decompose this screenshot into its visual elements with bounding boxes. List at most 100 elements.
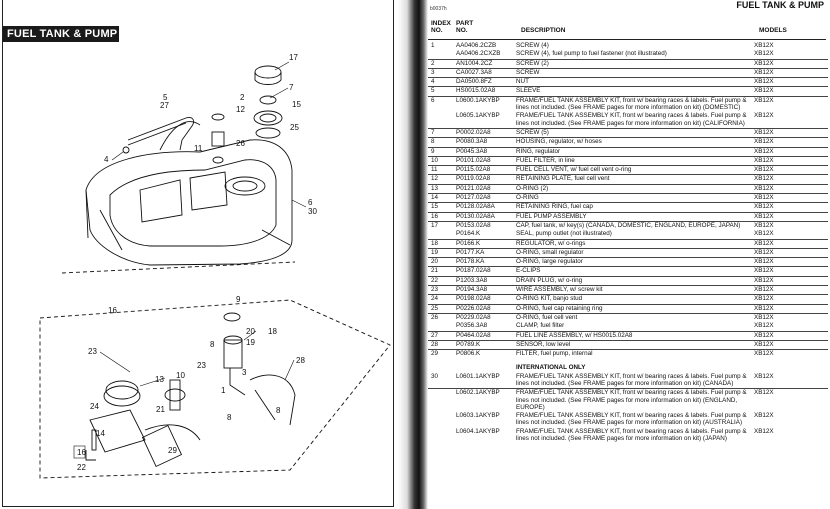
row-description: SEAL, pump outlet (not illustrated) — [516, 230, 612, 238]
row-description: FUEL FILTER, in line — [516, 156, 575, 164]
fuel-tank-outline — [85, 139, 293, 266]
header-description: DESCRIPTION — [521, 27, 566, 34]
row-part-no: AA0406.2CXZB — [456, 50, 501, 58]
row-model: XB12X — [754, 78, 774, 86]
row-description: CLAMP, fuel filter — [516, 322, 565, 330]
table-row: L0603.1AKYBP FRAME/FUEL TANK ASSEMBLY KIT… — [428, 412, 828, 428]
row-description: FRAME/FUEL TANK ASSEMBLY KIT, front w/ b… — [516, 112, 747, 127]
row-description: O-RING (2) — [516, 184, 549, 192]
row-part-no: P1203.3A8 — [456, 276, 488, 284]
row-description: SENSOR, low level — [516, 340, 571, 348]
row-index: 9 — [431, 147, 435, 155]
row-index: 21 — [431, 267, 439, 275]
row-part-no: P0128.02A8A — [456, 203, 495, 211]
row-model: XB12X — [754, 42, 774, 49]
row-description: O-RING KIT, banjo stud — [516, 295, 583, 303]
row-model: XB12X — [754, 156, 774, 164]
row-part-no: P0194.3A8 — [456, 286, 488, 294]
row-description: SCREW (4) — [516, 42, 549, 49]
row-index: 24 — [431, 295, 439, 303]
row-description: SCREW (2) — [516, 59, 549, 67]
row-description: NUT — [516, 78, 529, 86]
row-index: 2 — [431, 59, 435, 67]
row-index: 6 — [431, 96, 435, 104]
callout-26: 26 — [236, 139, 245, 148]
row-part-no: L0602.1AKYBP — [456, 389, 500, 397]
row-part-no: L0605.1AKYBP — [456, 112, 500, 120]
row-description: HOUSING, regulator, w/ hoses — [516, 138, 602, 146]
row-description: FRAME/FUEL TANK ASSEMBLY KIT, front w/ b… — [516, 412, 747, 427]
row-index: 15 — [431, 203, 439, 211]
row-model: XB12X — [754, 389, 774, 397]
callout-15: 15 — [292, 100, 301, 109]
row-part-no: L0603.1AKYBP — [456, 412, 500, 420]
row-part-no: P0153.02A8 — [456, 221, 491, 229]
row-index — [428, 50, 456, 57]
exploded-diagram: 17 7 5 27 2 12 15 25 11 26 4 6 30 9 16 2… — [39, 53, 391, 479]
row-description: DRAIN PLUG, w/ o-ring — [516, 276, 583, 284]
row-model: XB12X — [754, 87, 774, 95]
right-page: b0037h FUEL TANK & PUMP INDEX NO. PART N… — [428, 0, 830, 509]
row-index: 4 — [431, 78, 435, 86]
row-index: 7 — [431, 128, 435, 136]
row-description: FILTER, fuel pump, internal — [516, 350, 593, 358]
international-title: INTERNATIONAL ONLY — [516, 364, 586, 372]
row-model: XB12X — [754, 138, 774, 146]
fuel-cap — [254, 65, 282, 79]
callout-6: 6 — [308, 198, 313, 207]
left-page: FUEL TANK & PUMP — [0, 0, 398, 509]
row-description: FUEL CELL VENT, w/ fuel cell vent o-ring — [516, 166, 632, 174]
page-border — [2, 0, 394, 507]
row-index: 17 — [431, 221, 439, 229]
row-index: 20 — [431, 258, 439, 266]
row-model: XB12X — [754, 112, 774, 120]
row-model: XB12X — [754, 286, 774, 294]
row-description: FRAME/FUEL TANK ASSEMBLY KIT, front w/ b… — [516, 427, 747, 443]
row-description: E-CLIPS — [516, 267, 541, 275]
row-index: 3 — [431, 68, 435, 76]
row-index — [428, 412, 456, 427]
page-title-banner: FUEL TANK & PUMP — [3, 26, 119, 42]
callout-28: 28 — [296, 356, 305, 365]
row-part-no: CA0027.3A8 — [456, 68, 492, 76]
row-model: XB12X — [754, 313, 774, 321]
row-model: XB12X — [754, 427, 774, 435]
row-model: XB12X — [754, 59, 774, 67]
row-part-no: P0464.02A8 — [456, 331, 491, 339]
callout-23: 23 — [88, 347, 97, 356]
row-model: XB12X — [754, 372, 774, 380]
row-model: XB12X — [754, 230, 774, 238]
section-international: INTERNATIONAL ONLY — [428, 364, 828, 372]
table-row: L0605.1AKYBP FRAME/FUEL TANK ASSEMBLY KIT… — [428, 112, 828, 128]
row-model: XB12X — [754, 340, 774, 348]
row-index: 12 — [431, 175, 439, 183]
row-index: 26 — [431, 313, 439, 321]
row-description: REGULATOR, w/ o-rings — [516, 239, 586, 247]
callout-23b: 23 — [197, 361, 206, 370]
callout-21: 21 — [156, 405, 165, 414]
row-part-no: P0101.02A8 — [456, 156, 491, 164]
row-index: 14 — [431, 194, 439, 202]
row-description: O-RING, fuel cap retaining ring — [516, 304, 603, 312]
callout-9: 9 — [236, 295, 241, 304]
row-description: RETAINING RING, fuel cap — [516, 203, 593, 211]
row-description: FUEL PUMP ASSEMBLY — [516, 212, 587, 220]
row-model: XB12X — [754, 258, 774, 266]
callout-8b: 8 — [227, 413, 232, 422]
row-description: FRAME/FUEL TANK ASSEMBLY KIT, front w/ b… — [516, 389, 747, 411]
